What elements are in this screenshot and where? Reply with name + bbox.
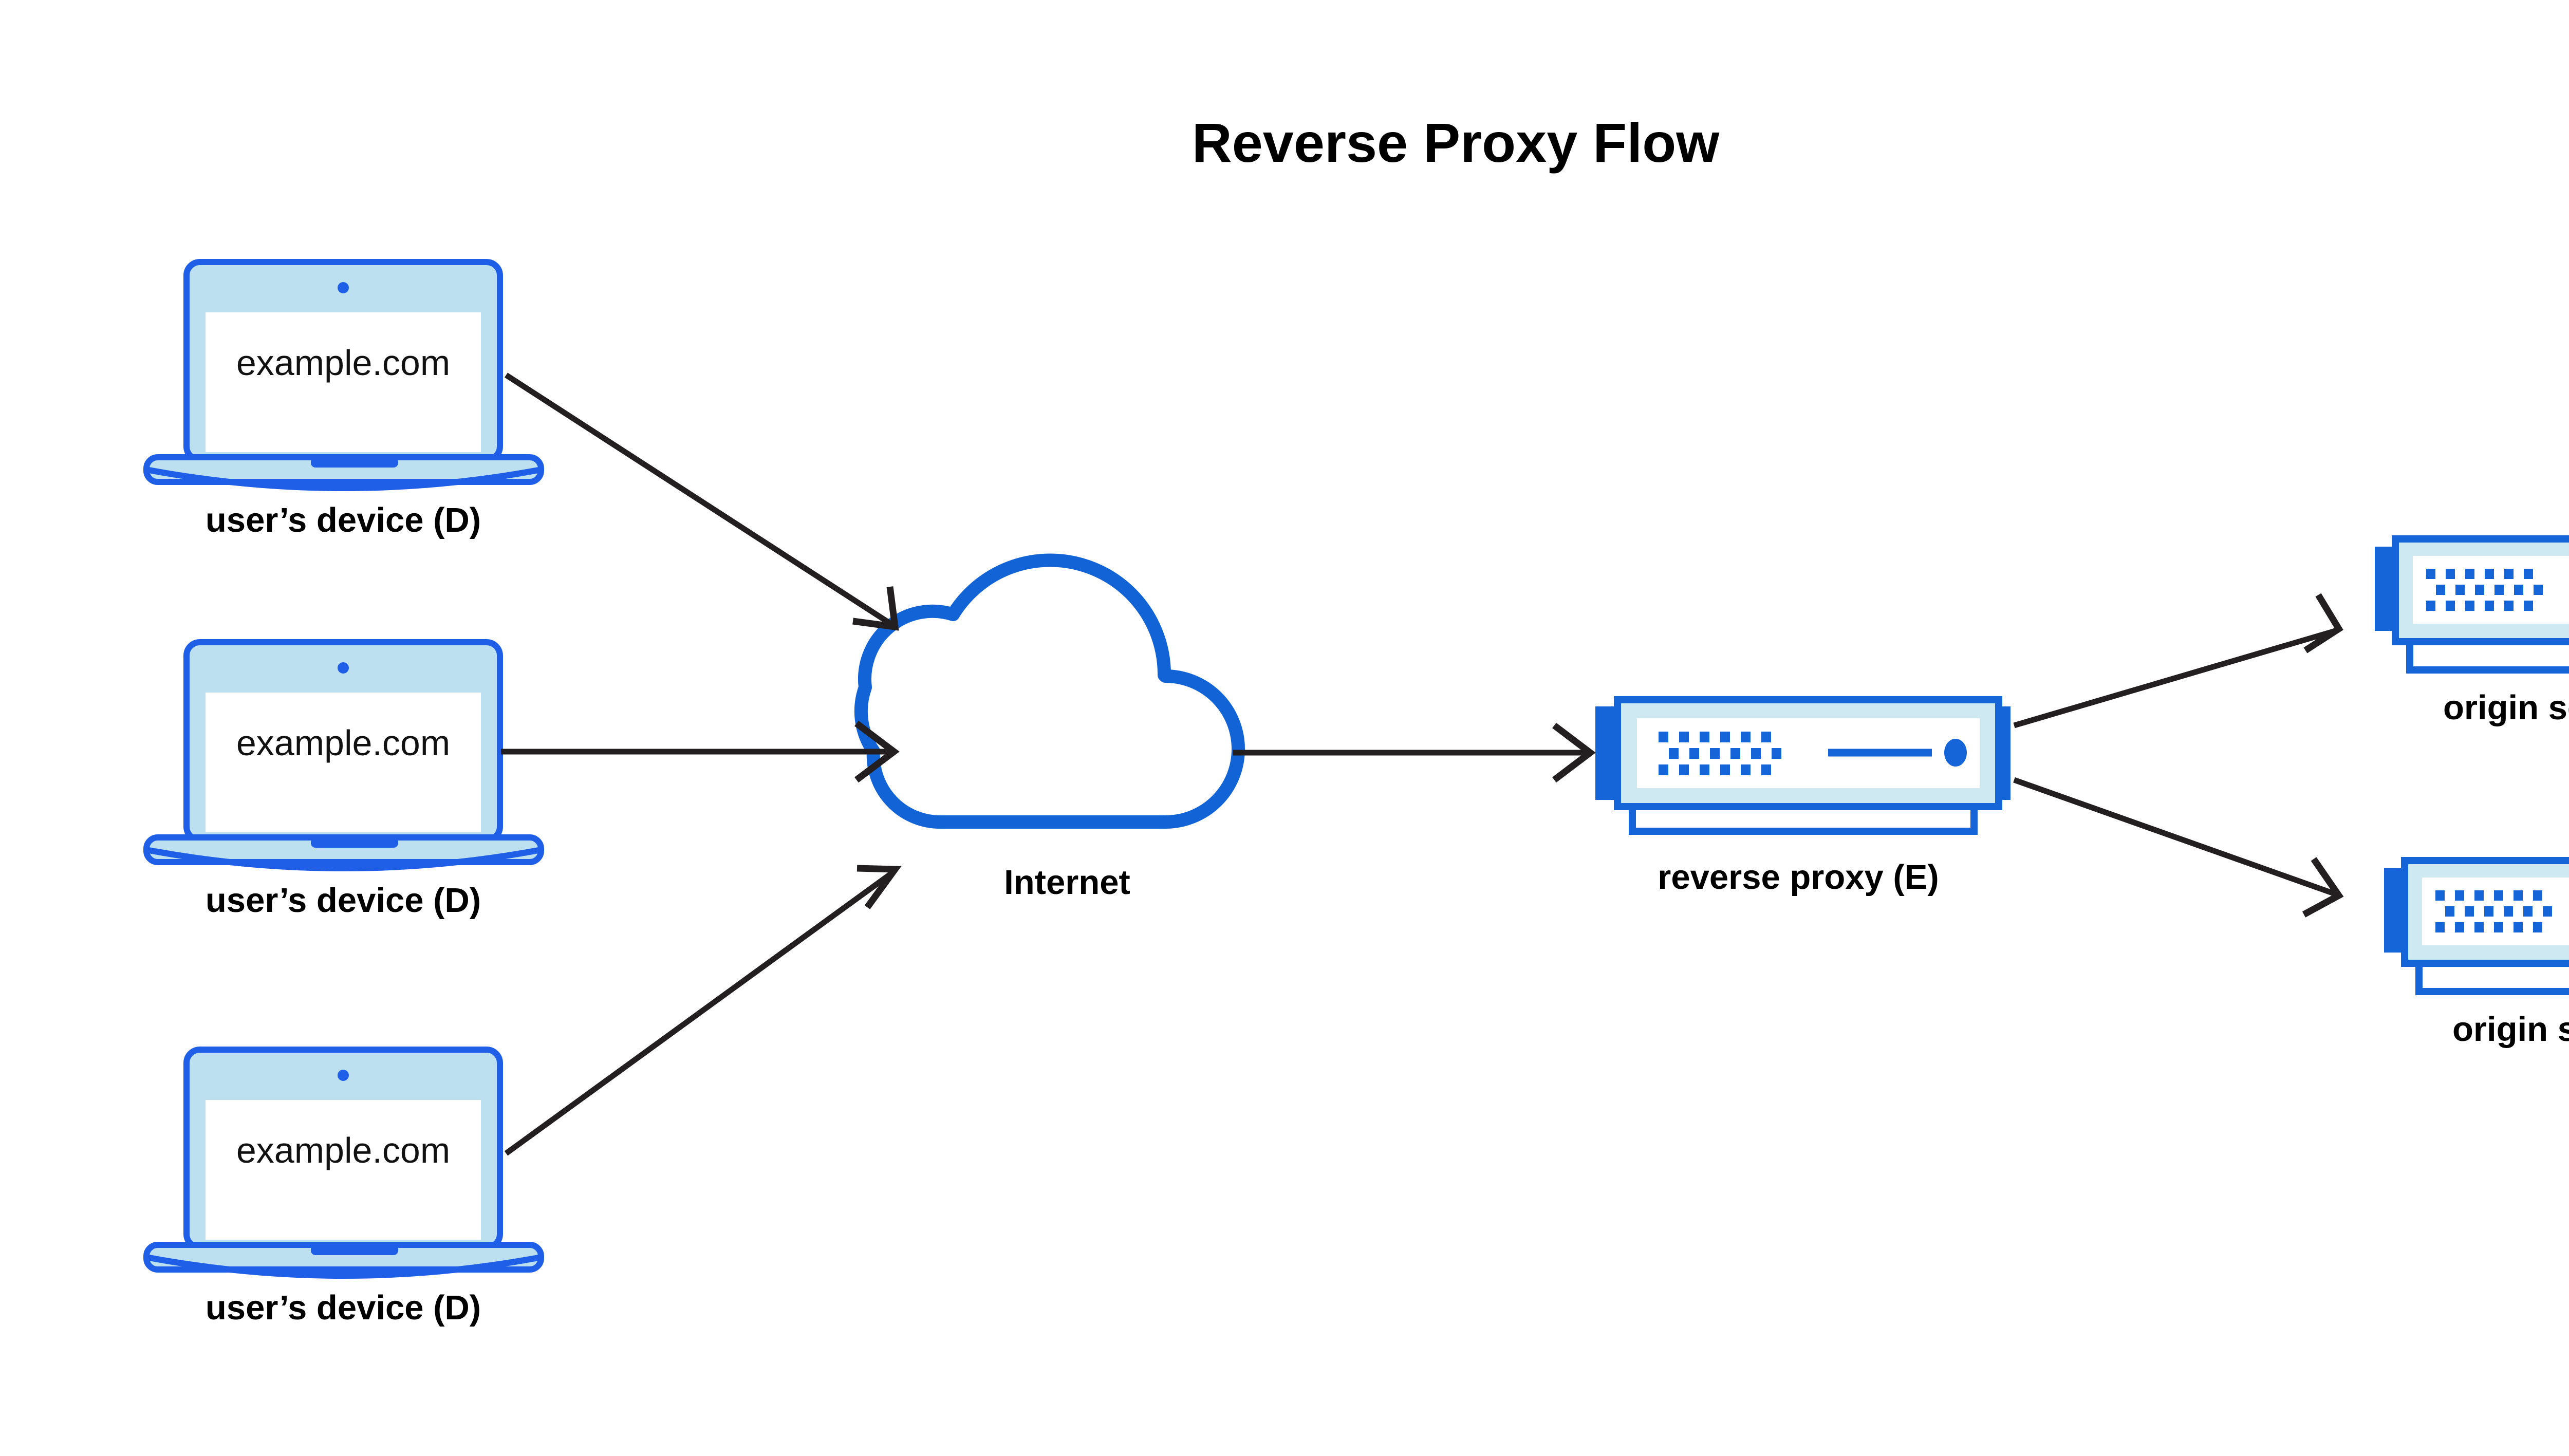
laptop-base-lip (148, 847, 539, 871)
page-title: Reverse Proxy Flow (1192, 111, 1720, 174)
node-device-middle[interactable]: example.com user’s device (D) (143, 639, 544, 920)
cloud-icon (854, 553, 1245, 829)
node-origin-top[interactable]: origin server (F) (2375, 535, 2569, 727)
node-label-reverse-proxy: reverse proxy (E) (1658, 858, 1939, 897)
node-label-device-bottom: user’s device (D) (206, 1289, 481, 1327)
edge-device-middle-to-internet (501, 720, 900, 783)
server-power-indicator (1944, 739, 1967, 767)
laptop-trackpad-notch (311, 1245, 398, 1255)
laptop-trackpad-notch (311, 837, 398, 848)
node-device-top[interactable]: example.com user’s device (D) (143, 259, 544, 539)
server-led-grid (2426, 569, 2543, 611)
node-origin-bottom[interactable]: origin server (F) (2384, 857, 2569, 1049)
node-device-bottom[interactable]: example.com user’s device (D) (143, 1047, 544, 1327)
laptop-screen-url: example.com (236, 343, 450, 383)
node-reverse-proxy[interactable]: reverse proxy (E) (1595, 696, 2010, 897)
node-label-device-top: user’s device (D) (206, 501, 481, 539)
laptop-trackpad-notch (311, 457, 398, 468)
node-label-origin-top: origin server (F) (2443, 688, 2569, 727)
webcam-icon (338, 662, 349, 674)
node-label-origin-bottom: origin server (F) (2452, 1010, 2569, 1049)
laptop-screen-url: example.com (236, 723, 450, 763)
laptop-screen (206, 312, 481, 452)
node-internet[interactable]: Internet (854, 553, 1245, 902)
edge-device-bottom-to-internet (504, 865, 902, 1156)
laptop-base-lip (148, 467, 539, 491)
node-label-internet: Internet (1004, 863, 1130, 902)
edge-reverse-proxy-to-origin-bottom (2013, 777, 2344, 918)
node-label-device-middle: user’s device (D) (206, 881, 481, 920)
webcam-icon (338, 282, 349, 293)
edge-reverse-proxy-to-origin-top (2013, 593, 2343, 729)
laptop-screen-url: example.com (236, 1130, 450, 1170)
server-led-grid (1659, 732, 1781, 775)
server-led-grid (2435, 890, 2552, 932)
edge-device-top-to-internet (505, 372, 899, 631)
edge-internet-to-reverse-proxy (1233, 722, 1596, 783)
webcam-icon (338, 1070, 349, 1081)
laptop-screen (206, 1100, 481, 1240)
laptop-screen (206, 693, 481, 832)
laptop-base-lip (148, 1255, 539, 1279)
